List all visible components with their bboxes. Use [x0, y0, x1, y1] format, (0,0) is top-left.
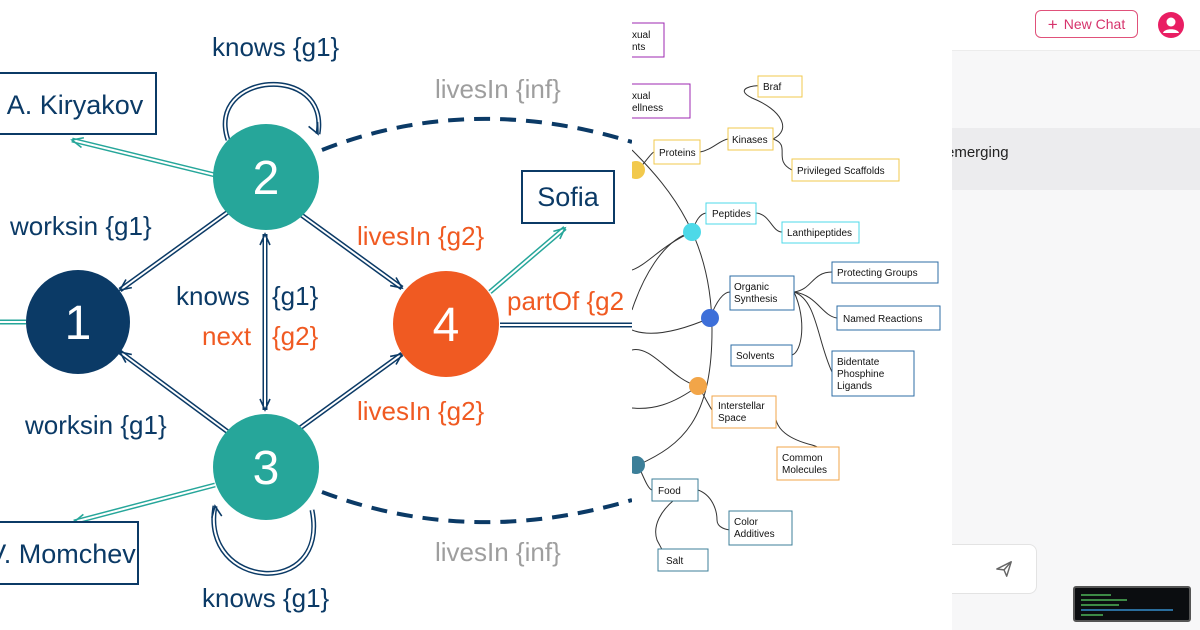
- svg-text:Ligands: Ligands: [837, 381, 872, 392]
- mindmap-node-protecting: [831, 261, 939, 284]
- message-composer[interactable]: [952, 544, 1037, 594]
- mindmap-hub-proteins: [632, 161, 645, 179]
- node-4-label: 4: [433, 299, 460, 352]
- user-avatar[interactable]: [1158, 12, 1184, 38]
- mindmap-node-food: [651, 478, 699, 502]
- svg-text:Braf: Braf: [763, 82, 782, 93]
- mindmap-node-bidentate: [831, 350, 915, 397]
- edge-livesin-inf-bottom: [321, 490, 632, 525]
- label-knows-top: knows {g1}: [212, 32, 340, 62]
- svg-text:Additives: Additives: [734, 529, 775, 540]
- mindmap-spine: [632, 149, 713, 466]
- node-1: [26, 270, 130, 374]
- label-next: next: [202, 321, 252, 351]
- mindmap-node-organic: [729, 275, 795, 311]
- mindmap-node-kinases: [727, 127, 774, 151]
- mindmap-node-proteins: [653, 139, 701, 165]
- svg-text:Bidentate: Bidentate: [837, 357, 880, 368]
- new-chat-label: New Chat: [1063, 16, 1126, 32]
- chat-message-row[interactable]: emerging: [952, 128, 1200, 190]
- node-box-momchev-label: V. Momchev: [0, 539, 136, 569]
- terminal-thumbnail[interactable]: [1073, 586, 1191, 622]
- svg-text:Color: Color: [734, 517, 759, 528]
- plus-icon: +: [1047, 15, 1058, 34]
- svg-text:Phosphine: Phosphine: [837, 369, 885, 380]
- node-2: [213, 124, 319, 230]
- mindmap-node-sexual: [632, 22, 665, 58]
- svg-text:Interstellar: Interstellar: [718, 401, 765, 412]
- svg-text:Space: Space: [718, 413, 747, 424]
- mindmap-node-wellness: [632, 83, 691, 119]
- svg-text:Lanthipeptides: Lanthipeptides: [787, 228, 852, 239]
- knowledge-graph-diagram: A. Kiryakov V. Momchev Sofia 1 2 3 4 kno…: [0, 32, 632, 613]
- send-icon[interactable]: [995, 560, 1013, 578]
- chat-message-text: emerging: [952, 144, 1009, 161]
- svg-text:Organic: Organic: [734, 282, 769, 293]
- node-box-kiryakov-label: A. Kiryakov: [7, 90, 144, 120]
- mindmap-hub-organic: [701, 309, 719, 327]
- node-box-momchev: [0, 521, 139, 585]
- svg-text:Molecules: Molecules: [782, 465, 827, 476]
- mind-map-panel: xual nts xual ellness Braf Proteins Kina…: [632, 0, 952, 630]
- label-livesin-bottom: livesIn {g2}: [357, 396, 485, 426]
- label-knows-mid-g: {g1}: [272, 281, 319, 311]
- node-box-kiryakov: [0, 72, 157, 135]
- svg-text:Named Reactions: Named Reactions: [843, 314, 922, 325]
- node-1-label: 1: [65, 297, 92, 350]
- svg-text:Kinases: Kinases: [732, 135, 768, 146]
- label-knows-bottom: knows {g1}: [202, 583, 330, 613]
- mindmap-node-common: [776, 446, 840, 481]
- mindmap-node-solvents: [730, 344, 793, 367]
- svg-text:Peptides: Peptides: [712, 209, 751, 220]
- new-chat-button[interactable]: + New Chat: [1035, 10, 1138, 38]
- svg-text:Proteins: Proteins: [659, 148, 696, 159]
- mindmap-hub-peptides: [683, 223, 701, 241]
- mind-map-diagram: xual nts xual ellness Braf Proteins Kina…: [632, 22, 941, 572]
- mindmap-hub-food: [632, 456, 645, 474]
- mindmap-node-named: [836, 305, 941, 331]
- label-livesin-inf-bottom: livesIn {inf}: [435, 537, 561, 567]
- svg-text:Food: Food: [658, 486, 681, 497]
- mindmap-node-lanthipeptides: [781, 221, 860, 244]
- svg-text:xual: xual: [632, 91, 650, 102]
- svg-text:Common: Common: [782, 453, 823, 464]
- svg-text:Salt: Salt: [666, 556, 683, 567]
- label-livesin-top: livesIn {g2}: [357, 221, 485, 251]
- label-partof: partOf {g2: [507, 286, 624, 316]
- node-4: [393, 271, 499, 377]
- svg-text:ellness: ellness: [632, 103, 663, 114]
- mindmap-node-peptides: [705, 202, 757, 225]
- edge-livesin-inf-top: [321, 116, 632, 152]
- chat-panel: + New Chat emerging: [952, 0, 1200, 630]
- mindmap-node-salt: [657, 548, 709, 572]
- label-knows-mid: knows: [176, 281, 250, 311]
- mindmap-node-color: [728, 510, 793, 546]
- svg-text:xual: xual: [632, 30, 650, 41]
- label-next-g: {g2}: [272, 321, 319, 351]
- knowledge-graph-panel: A. Kiryakov V. Momchev Sofia 1 2 3 4 kno…: [0, 32, 632, 613]
- user-icon: [1163, 17, 1179, 33]
- node-box-sofia: [521, 170, 615, 224]
- mindmap-node-privileged: [791, 158, 900, 182]
- svg-text:nts: nts: [632, 42, 645, 53]
- node-3: [213, 414, 319, 520]
- chat-header: + New Chat: [952, 0, 1200, 51]
- label-livesin-inf-top: livesIn {inf}: [435, 74, 561, 104]
- mindmap-node-braf: [757, 75, 803, 98]
- label-worksin-top: worksin {g1}: [9, 211, 152, 241]
- node-3-label: 3: [253, 442, 280, 495]
- mindmap-hub-interstellar: [689, 377, 707, 395]
- label-worksin-bottom: worksin {g1}: [24, 410, 167, 440]
- mindmap-node-interstellar: [711, 395, 777, 429]
- node-2-label: 2: [253, 152, 280, 205]
- svg-text:Synthesis: Synthesis: [734, 294, 777, 305]
- svg-text:Privileged Scaffolds: Privileged Scaffolds: [797, 166, 885, 177]
- svg-text:Protecting Groups: Protecting Groups: [837, 268, 918, 279]
- svg-text:Solvents: Solvents: [736, 351, 774, 362]
- node-box-sofia-label: Sofia: [537, 182, 600, 212]
